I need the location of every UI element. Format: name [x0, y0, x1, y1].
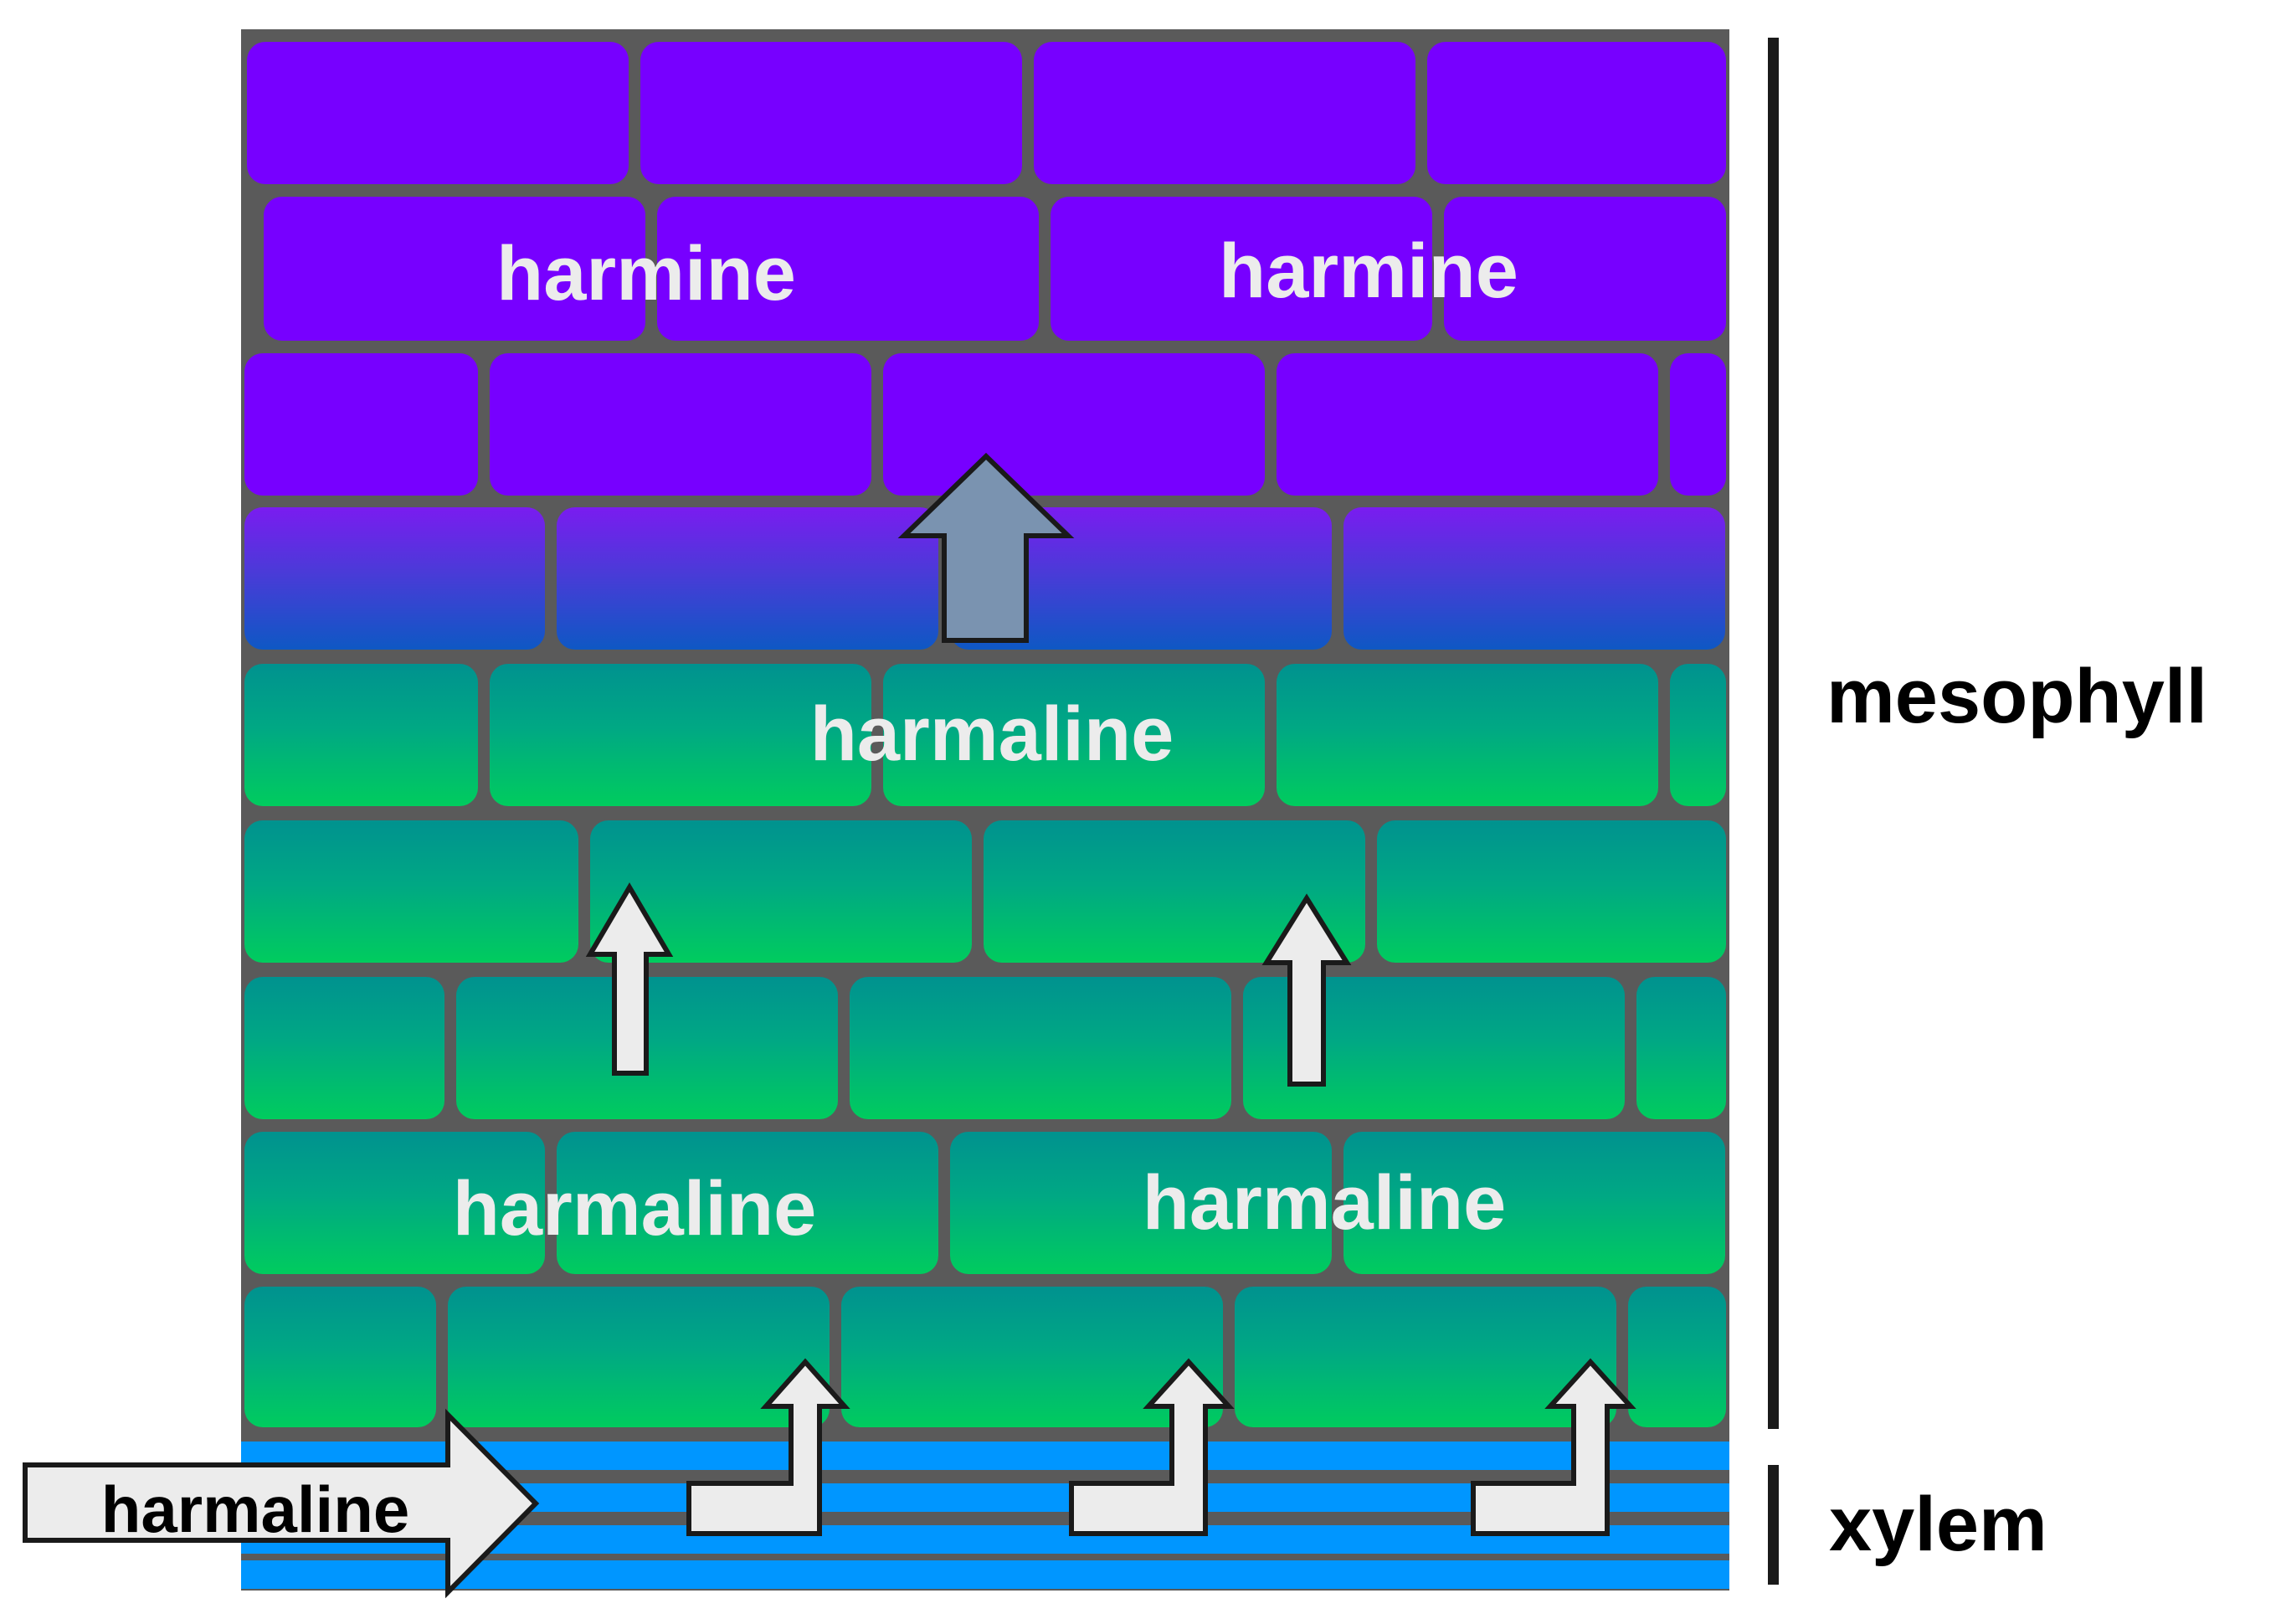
mesophyll-cell: [590, 820, 972, 963]
mesophyll-cell: [244, 353, 478, 496]
xylem-to-mesophyll-arrow: [1069, 1358, 1235, 1536]
mesophyll-cell: [850, 977, 1231, 1119]
mesophyll-label: mesophyll: [1826, 654, 2207, 739]
xylem-scale-bar: [1768, 1465, 1779, 1585]
conversion-arrow: [897, 452, 1075, 643]
mesophyll-cell: [1235, 1287, 1616, 1427]
mesophyll-cell: [640, 42, 1022, 184]
mesophyll-cell: [984, 820, 1365, 963]
mesophyll-cell: [244, 507, 545, 650]
mesophyll-cell: [1343, 1132, 1725, 1274]
mesophyll-cell: [1277, 353, 1658, 496]
harmaline-input-label: harmaline: [101, 1472, 409, 1546]
mesophyll-cell: [244, 977, 444, 1119]
mesophyll-cell: [247, 42, 629, 184]
mesophyll-cell: [841, 1287, 1223, 1427]
mesophyll-cell: [1636, 977, 1726, 1119]
mesophyll-cell: [244, 1287, 436, 1427]
mesophyll-scale-bar: [1768, 38, 1779, 1429]
mesophyll-cell: [448, 1287, 830, 1427]
mesophyll-cell: [1277, 664, 1658, 806]
mesophyll-cell: [1243, 977, 1625, 1119]
mesophyll-cell: [264, 197, 645, 341]
mesophyll-cell: [1343, 507, 1725, 650]
mesophyll-cell: [1670, 353, 1726, 496]
mesophyll-cells: [244, 42, 1726, 1427]
mesophyll-cell: [1628, 1287, 1726, 1427]
mesophyll-cell: [950, 1132, 1332, 1274]
harmaline-label: harmaline: [1143, 1160, 1507, 1246]
xylem-to-mesophyll-arrow: [1471, 1358, 1636, 1536]
mesophyll-cell: [244, 664, 478, 806]
harmaline-input-arrow: [23, 1408, 540, 1599]
mesophyll-cell: [657, 197, 1039, 341]
upward-transport-arrow: [585, 882, 674, 1076]
mesophyll-cell: [557, 507, 938, 650]
harmine-label: harmine: [496, 231, 796, 316]
mesophyll-cell: [244, 1132, 545, 1274]
xylem-stripe: [241, 1560, 1729, 1589]
mesophyll-cell: [557, 1132, 938, 1274]
harmine-label: harmine: [1219, 229, 1518, 314]
xylem-label: xylem: [1829, 1482, 2047, 1567]
tissue-block: [241, 29, 1729, 1591]
mesophyll-cell: [1670, 664, 1726, 806]
mesophyll-cell: [950, 507, 1332, 650]
mesophyll-cell: [1034, 42, 1415, 184]
harmaline-label: harmaline: [453, 1166, 817, 1251]
mesophyll-cell: [1051, 197, 1432, 341]
mesophyll-cell: [1427, 42, 1726, 184]
mesophyll-cell: [1377, 820, 1726, 963]
xylem-to-mesophyll-arrow: [686, 1358, 850, 1536]
mesophyll-cell: [490, 353, 871, 496]
mesophyll-cell: [490, 664, 871, 806]
harmaline-label: harmaline: [810, 691, 1174, 777]
mesophyll-cell: [883, 664, 1265, 806]
mesophyll-cell: [883, 353, 1265, 496]
upward-transport-arrow: [1261, 893, 1352, 1087]
mesophyll-cell: [244, 820, 578, 963]
mesophyll-cell: [1444, 197, 1726, 341]
